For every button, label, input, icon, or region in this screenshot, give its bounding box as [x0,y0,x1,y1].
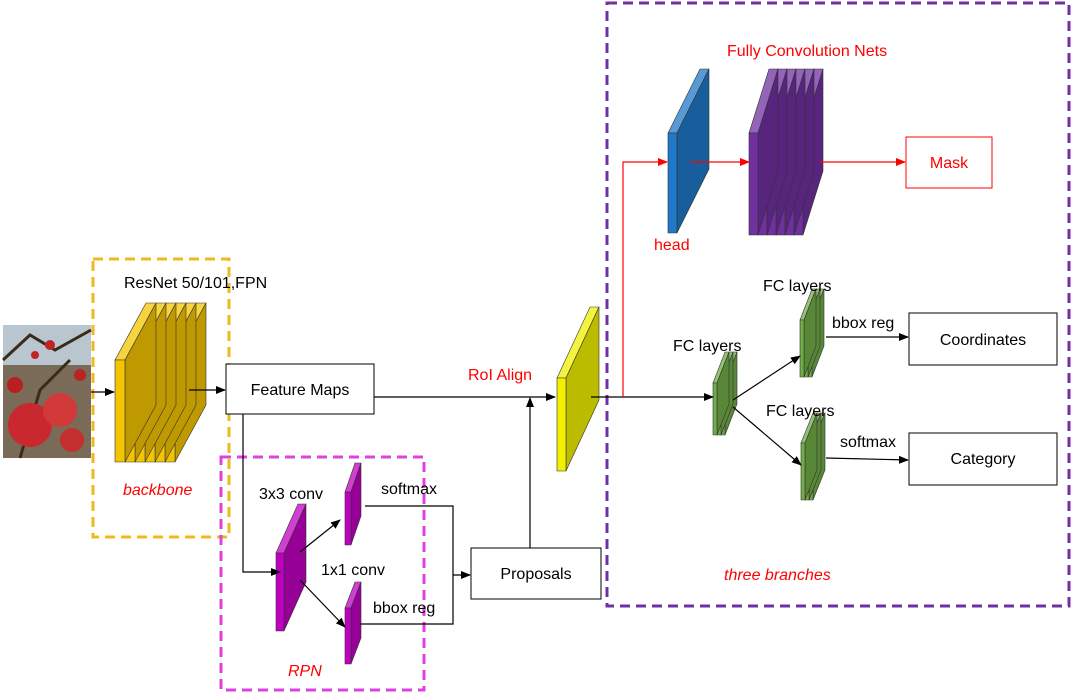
fc1-to-fc3-arrow [732,406,802,466]
backbone-layer-stack [114,302,207,463]
layer-front-face [344,607,352,665]
rpn-softmax-label: softmax [381,481,437,498]
layer-front-face [712,382,718,436]
fc1-label: FC layers [673,338,741,355]
connectors [91,333,909,628]
layer-front-face [556,377,567,472]
head-label: head [654,237,690,254]
rpn-conv3-layer [275,503,307,632]
mask-box [905,136,993,189]
softmax-to-proposals-line [365,505,454,575]
rpn-bbox-layer [344,581,362,665]
layer-front-face [748,132,759,236]
roi-align-layer [556,306,600,472]
bbox-to-proposals-line [360,575,454,625]
layer-front-face [799,319,805,378]
softmax-out-label: softmax [840,434,896,451]
layer-front-face [275,552,285,632]
feature-to-rpn-arrow [242,414,281,576]
category-label: Category [951,451,1016,468]
layer-front-face [114,359,126,463]
fc-layers-3 [800,412,826,501]
conv3-to-softmax-arrow [299,519,341,553]
rpn-frame [219,455,426,692]
three-branches-label: three branches [724,567,831,584]
rpn-label: RPN [288,663,322,680]
layer-front-face [344,491,352,546]
conv1-label: 1x1 conv [321,562,385,579]
fc1-to-fc2-arrow [732,355,801,401]
mask-connectors [622,158,906,397]
feature-maps-label: Feature Maps [251,382,350,399]
layer-front-face [667,132,678,234]
roi-to-head-arrow [622,158,668,397]
conv3-label: 3x3 conv [259,486,323,503]
coordinates-box [908,312,1058,366]
layer-front-face [800,442,806,501]
fc3-to-category-arrow [825,455,909,464]
input-apple-image [1,325,92,459]
mask-label: Mask [930,155,969,172]
fcn-layer-stack [748,68,824,236]
conv3-to-bbox-arrow [299,579,346,628]
backbone-title: ResNet 50/101,FPN [124,275,267,292]
category-box [908,432,1058,486]
fc3-label: FC layers [766,403,834,420]
feature-maps-box [225,363,375,415]
bbox-out-label: bbox reg [832,315,894,332]
proposals-label: Proposals [500,566,571,583]
head-layer [667,68,710,234]
backbone-label: backbone [123,482,192,499]
three-branches-frame [605,1,1071,608]
fc2-label: FC layers [763,278,831,295]
fc-layers-2 [799,288,825,378]
fcn-title: Fully Convolution Nets [727,43,887,60]
rpn-bbox-label: bbox reg [373,600,435,617]
coordinates-label: Coordinates [940,332,1026,349]
proposals-box [470,547,602,600]
roi-align-label: RoI Align [468,367,532,384]
fc-layers-1 [712,351,738,436]
rpn-softmax-layer [344,462,362,546]
